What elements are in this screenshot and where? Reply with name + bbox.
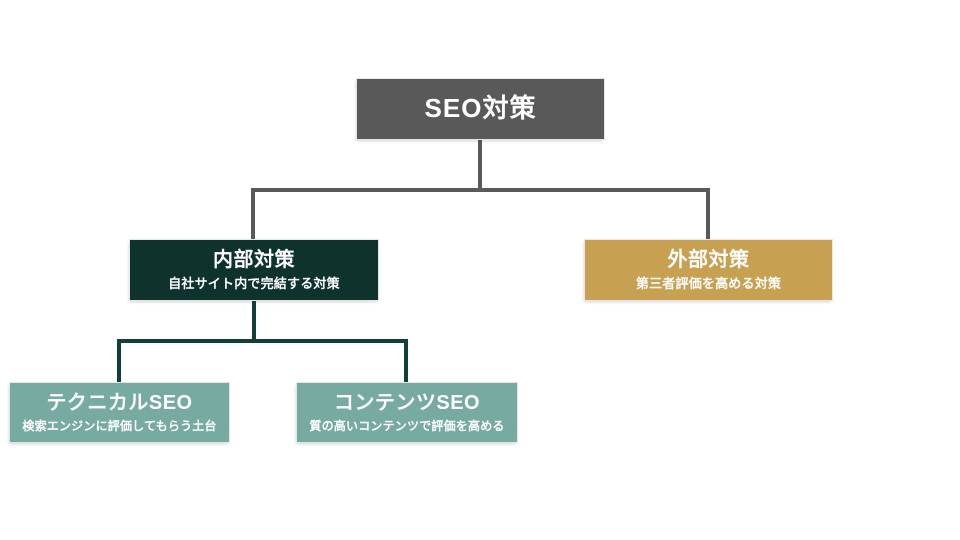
connector-to-content — [404, 339, 408, 383]
node-content-title: コンテンツSEO — [333, 391, 481, 414]
node-external-subtitle: 第三者評価を高める対策 — [635, 275, 782, 291]
connector-internal-stem — [252, 300, 256, 343]
connector-root-stem — [478, 139, 482, 192]
node-content-subtitle: 質の高いコンテンツで評価を高める — [309, 418, 505, 433]
connector-to-technical — [117, 339, 121, 383]
node-internal-seo: 内部対策 自社サイト内で完結する対策 — [130, 240, 378, 300]
node-technical-seo: テクニカルSEO 検索エンジンに評価してもらう土台 — [10, 383, 229, 442]
node-seo-root: SEO対策 — [357, 79, 604, 139]
node-internal-title: 内部対策 — [213, 248, 295, 271]
node-technical-subtitle: 検索エンジンに評価してもらう土台 — [22, 418, 217, 433]
node-external-title: 外部対策 — [667, 248, 750, 271]
node-seo-root-title: SEO対策 — [424, 93, 537, 124]
node-technical-title: テクニカルSEO — [46, 391, 193, 414]
node-content-seo: コンテンツSEO 質の高いコンテンツで評価を高める — [297, 383, 517, 442]
node-internal-subtitle: 自社サイト内で完結する対策 — [168, 275, 340, 291]
connector-level2-horizontal — [251, 188, 710, 192]
connector-to-external — [706, 188, 710, 240]
connector-to-internal — [251, 188, 255, 240]
connector-level3-horizontal — [117, 339, 408, 343]
node-external-seo: 外部対策 第三者評価を高める対策 — [585, 240, 832, 300]
